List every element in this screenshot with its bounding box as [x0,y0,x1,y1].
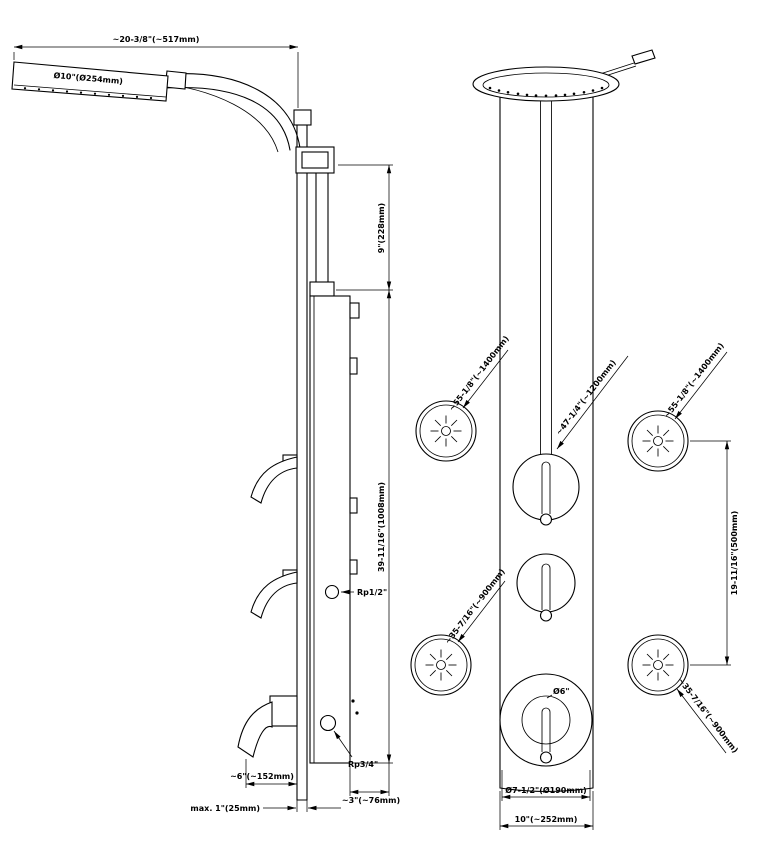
panel-body-side [309,295,360,764]
dim-wall-gap-label: max. 1"(25mm) [190,804,260,813]
dim-jet-top-right-label: ~55-1/8"(~1400mm) [662,341,726,420]
shower-head-front [472,49,656,102]
dim-panel-height: 39-11/16"(1008mm) [352,289,393,764]
body-jet-side-lower [250,569,298,619]
head-nozzles-front [488,86,604,98]
body-jet-bottom-left [410,634,472,696]
connection-mid: Rp1/2" [324,584,387,600]
body-jet-bottom-right [627,634,689,696]
dim-spout-depth: ~6"(~152mm) [230,759,297,788]
riser-pipes [540,101,552,455]
dim-spout-depth-label: ~6"(~152mm) [230,772,294,781]
side-view: ~20-3/8"(~517mm) Ø10"(Ø25 [11,35,400,813]
dim-panel-width: 10"(~252mm) [499,791,594,830]
shower-head-side: Ø10"(Ø254mm) [11,61,169,102]
dim-valve-height-label: ~47-1/4"(~1200mm) [554,358,618,437]
dim-plate-diameter-label: Ø7-1/2"(Ø190mm) [505,785,586,795]
arm-mount-bracket [295,146,335,174]
escutcheon-diameter-label: Ø6" [553,686,570,696]
connection-bottom: Rp3/4" [319,699,378,769]
dim-jet-spacing: 19-11/16"(500mm) [690,440,739,666]
dim-jet-bottom-right: ~35-7/16"(~900mm) [676,676,740,755]
dim-wall-gap: max. 1"(25mm) [190,800,341,813]
body-jet-top-right [627,410,689,472]
valve-top [512,453,580,526]
body-jet-side-upper [250,454,298,504]
dim-bottom-offset: ~3"(~76mm) [342,763,400,805]
head-nozzles-side [23,87,153,100]
dim-jet-bottom-left-label: ~35-7/16"(~900mm) [443,567,507,646]
dim-arm-reach: ~20-3/8"(~517mm) [13,35,299,108]
dim-panel-height-label: 39-11/16"(1008mm) [377,482,386,572]
dim-panel-width-label: 10"(~252mm) [515,815,578,824]
tub-spout-side [237,695,298,758]
dim-arm-height-label: 9"(228mm) [377,203,386,253]
dim-jet-bottom-right-label: ~35-7/16"(~900mm) [676,676,740,755]
dim-valve-height: ~47-1/4"(~1200mm) [554,355,629,450]
shower-arm [149,70,301,153]
dim-jet-bottom-left: ~35-7/16"(~900mm) [443,567,507,646]
front-view: Ø6" ~55-1/8"(~1400mm) ~47-1/4"(~1200mm) … [410,49,740,830]
dim-jet-top-left: ~55-1/8"(~1400mm) [447,334,511,413]
dim-jet-top-right: ~55-1/8"(~1400mm) [662,341,728,420]
valve-main: Ø6" [499,673,593,767]
dim-jet-spacing-label: 19-11/16"(500mm) [730,511,739,596]
connection-bottom-label: Rp3/4" [348,760,378,769]
valve-middle [516,553,576,622]
dim-arm-reach-label: ~20-3/8"(~517mm) [113,35,200,44]
dim-jet-top-left-label: ~55-1/8"(~1400mm) [447,334,511,413]
dim-plate-diameter: Ø7-1/2"(Ø190mm) [501,770,591,801]
dim-arm-height: 9"(228mm) [336,164,393,291]
dim-bottom-offset-label: ~3"(~76mm) [342,796,400,805]
body-jet-top-left [415,400,477,462]
supply-pipe [309,172,335,297]
connection-mid-label: Rp1/2" [357,588,387,597]
